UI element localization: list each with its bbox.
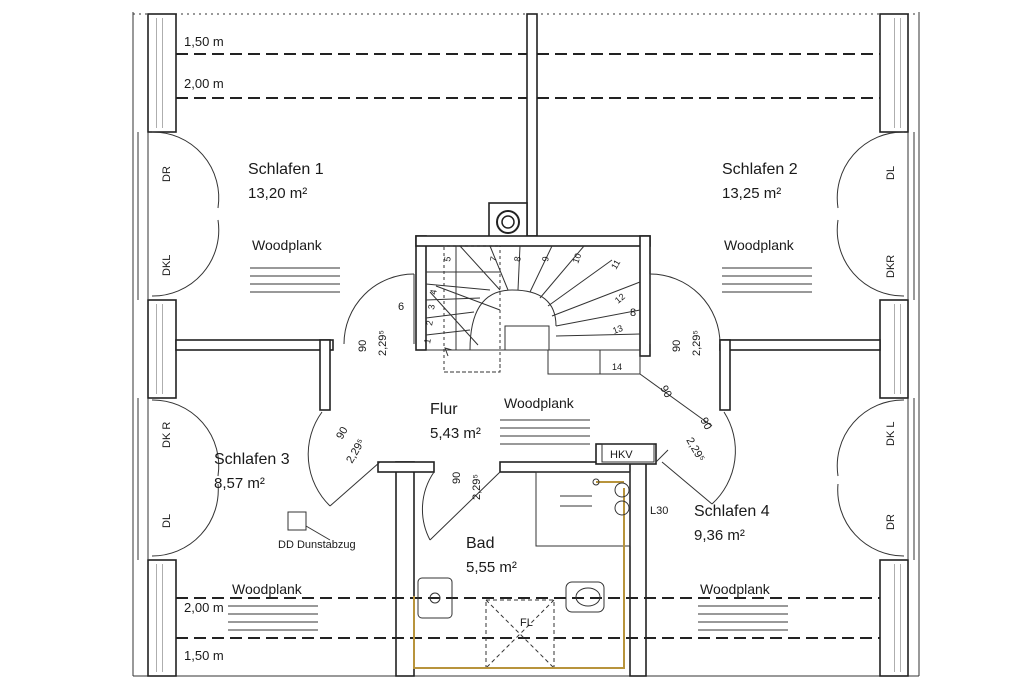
- slope-lines: [176, 53, 880, 639]
- room-bad-name: Bad: [466, 535, 494, 552]
- svg-text:12: 12: [613, 291, 627, 305]
- dimension-labels: 1,50 m 2,00 m 2,00 m 1,50 m: [184, 34, 224, 663]
- door-4-height: 2,29⁵: [683, 436, 706, 465]
- interior-walls: [175, 13, 881, 677]
- fl-label: FL: [520, 617, 533, 629]
- door-5-height: 2,29⁵: [471, 474, 483, 500]
- dim-top-150: 1,50 m: [184, 34, 224, 49]
- door-5-width: 90: [451, 472, 463, 484]
- room-schlafen-4-name: Schlafen 4: [694, 503, 770, 520]
- bathroom-fixtures: [287, 443, 669, 669]
- room-schlafen-1-area: 13,20 m²: [248, 185, 307, 202]
- outer-walls: [132, 12, 920, 677]
- door-3-height: 2,29⁵: [344, 437, 367, 466]
- svg-text:4: 4: [428, 289, 439, 296]
- doors: [307, 273, 736, 541]
- svg-text:9: 9: [540, 256, 551, 263]
- stair-step-6: 6: [398, 301, 404, 313]
- floor-label-schlafen-2: Woodplank: [724, 237, 795, 253]
- room-schlafen-2-area: 13,25 m²: [722, 185, 781, 202]
- svg-text:1: 1: [422, 338, 433, 345]
- windows: [151, 131, 905, 557]
- room-flur-area: 5,43 m²: [430, 425, 481, 442]
- window-label-dr-4: DR: [885, 514, 897, 530]
- svg-text:8: 8: [512, 256, 523, 263]
- floor-label-schlafen-3: Woodplank: [232, 581, 303, 597]
- window-labels: DR DKL DK R DL DL DKR DK L DR: [161, 166, 897, 530]
- dim-top-200: 2,00 m: [184, 76, 224, 91]
- door-3-width: 90: [334, 425, 351, 442]
- svg-text:11: 11: [609, 258, 622, 271]
- svg-text:5: 5: [442, 256, 453, 263]
- room-schlafen-1-name: Schlafen 1: [248, 161, 324, 178]
- svg-text:13: 13: [611, 323, 624, 336]
- window-label-dl-2: DL: [885, 166, 897, 180]
- l30-label: L30: [650, 505, 668, 517]
- window-label-dk-r-3: DK R: [161, 422, 173, 448]
- dunstabzug-label: DD Dunstabzug: [278, 539, 356, 551]
- room-schlafen-3-name: Schlafen 3: [214, 451, 290, 468]
- svg-text:2: 2: [424, 320, 435, 327]
- room-flur-name: Flur: [430, 401, 458, 418]
- stair-landing-width: 90: [657, 384, 674, 401]
- stair-step-8: 8: [630, 307, 636, 319]
- dim-bottom-200: 2,00 m: [184, 600, 224, 615]
- door-2-height: 2,29⁵: [691, 330, 703, 356]
- window-label-dr-1: DR: [161, 166, 173, 182]
- door-1-width: 90: [357, 340, 369, 352]
- room-bad-area: 5,55 m²: [466, 559, 517, 576]
- hkv-label: HKV: [610, 449, 633, 461]
- window-label-dkr-2: DKR: [885, 255, 897, 278]
- floor-label-flur: Woodplank: [504, 395, 575, 411]
- svg-text:3: 3: [426, 304, 437, 311]
- room-schlafen-4-area: 9,36 m²: [694, 527, 745, 544]
- misc-labels: HKV L30 FL DD Dunstabzug 6 8: [278, 301, 668, 629]
- floor-label-schlafen-1: Woodplank: [252, 237, 323, 253]
- svg-text:10: 10: [570, 252, 583, 265]
- door-1-height: 2,29⁵: [377, 330, 389, 356]
- floor-labels: Woodplank Woodplank Woodplank Woodplank …: [232, 237, 795, 597]
- room-schlafen-2-name: Schlafen 2: [722, 161, 798, 178]
- staircase: 1 2 3 4 5 7 8 9 10 11 12 13 14: [422, 245, 713, 427]
- svg-text:7: 7: [488, 256, 499, 263]
- door-4-width: 90: [697, 416, 714, 433]
- floor-symbols: [228, 267, 812, 631]
- room-labels: Schlafen 1 13,20 m² Schlafen 2 13,25 m² …: [214, 161, 798, 576]
- window-label-dkl-1: DKL: [161, 255, 173, 276]
- door-dimension-labels: 90 2,29⁵ 90 2,29⁵ 90 2,29⁵ 90 2,29⁵ 90 2…: [334, 330, 714, 500]
- door-2-width: 90: [671, 340, 683, 352]
- dim-bottom-150: 1,50 m: [184, 648, 224, 663]
- svg-text:14: 14: [612, 362, 622, 372]
- floor-label-schlafen-4: Woodplank: [700, 581, 771, 597]
- window-label-dl-3: DL: [161, 514, 173, 528]
- window-label-dk-l-4: DK L: [885, 422, 897, 446]
- room-schlafen-3-area: 8,57 m²: [214, 475, 265, 492]
